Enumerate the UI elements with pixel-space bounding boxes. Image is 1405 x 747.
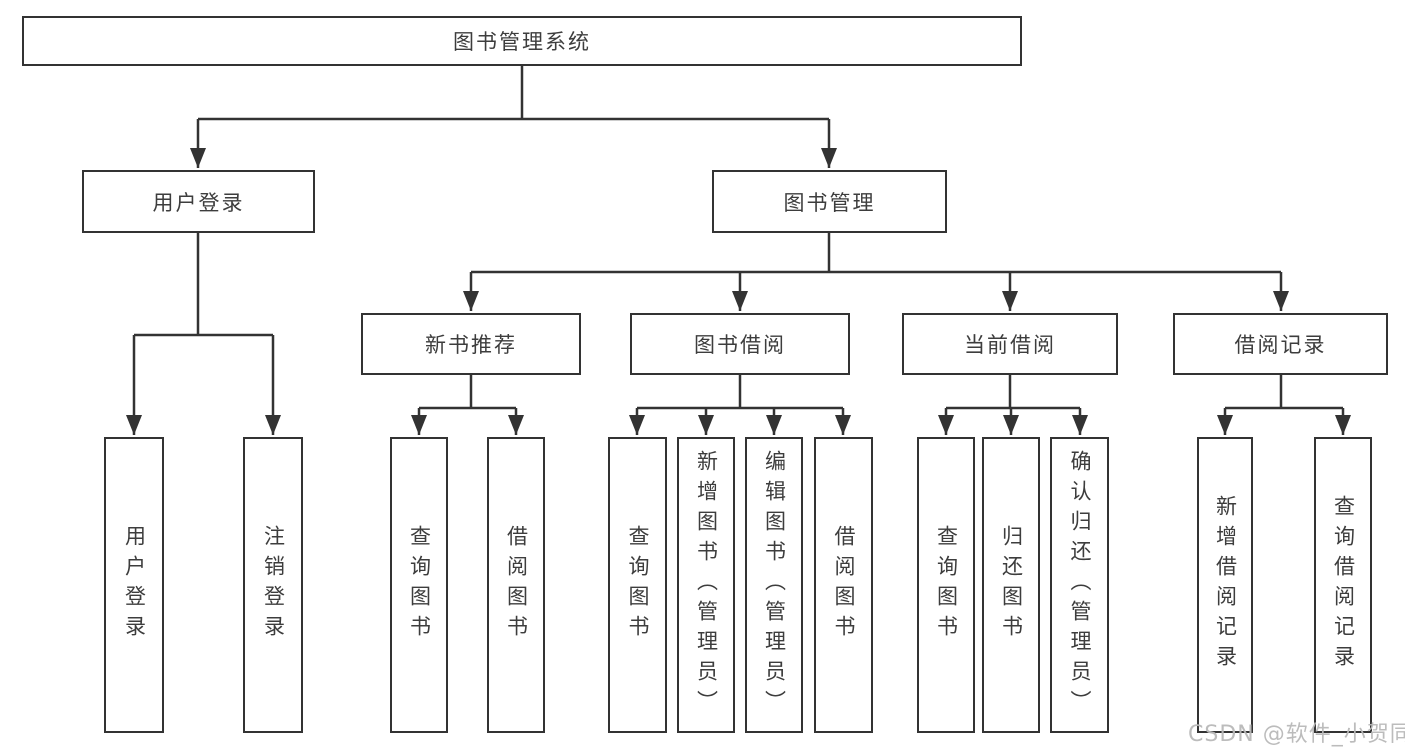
leaf-query-books-recommend: 查询图书 (390, 437, 448, 733)
node-borrow-records: 借阅记录 (1173, 313, 1388, 375)
leaf-edit-books-admin: 编辑图书（管理员） (745, 437, 803, 733)
leaf-query-books-current: 查询图书 (917, 437, 975, 733)
leaf-confirm-return-admin: 确认归还（管理员） (1050, 437, 1109, 733)
node-book-borrow: 图书借阅 (630, 313, 850, 375)
node-book-management-system: 图书管理系统 (22, 16, 1022, 66)
node-user-login-branch: 用户登录 (82, 170, 315, 233)
node-new-book-recommend: 新书推荐 (361, 313, 581, 375)
leaf-add-borrow-record: 新增借阅记录 (1197, 437, 1253, 733)
leaf-user-login: 用户登录 (104, 437, 164, 733)
node-current-borrow: 当前借阅 (902, 313, 1118, 375)
leaf-logout: 注销登录 (243, 437, 303, 733)
leaf-return-books: 归还图书 (982, 437, 1040, 733)
leaf-query-books-borrow: 查询图书 (608, 437, 667, 733)
leaf-borrow-books-recommend: 借阅图书 (487, 437, 545, 733)
csdn-watermark: CSDN @软件_小贺同学 (1188, 722, 1405, 747)
leaf-add-books-admin: 新增图书（管理员） (677, 437, 735, 733)
node-book-management: 图书管理 (712, 170, 947, 233)
leaf-borrow-books-borrow: 借阅图书 (814, 437, 873, 733)
leaf-query-borrow-record: 查询借阅记录 (1314, 437, 1372, 733)
